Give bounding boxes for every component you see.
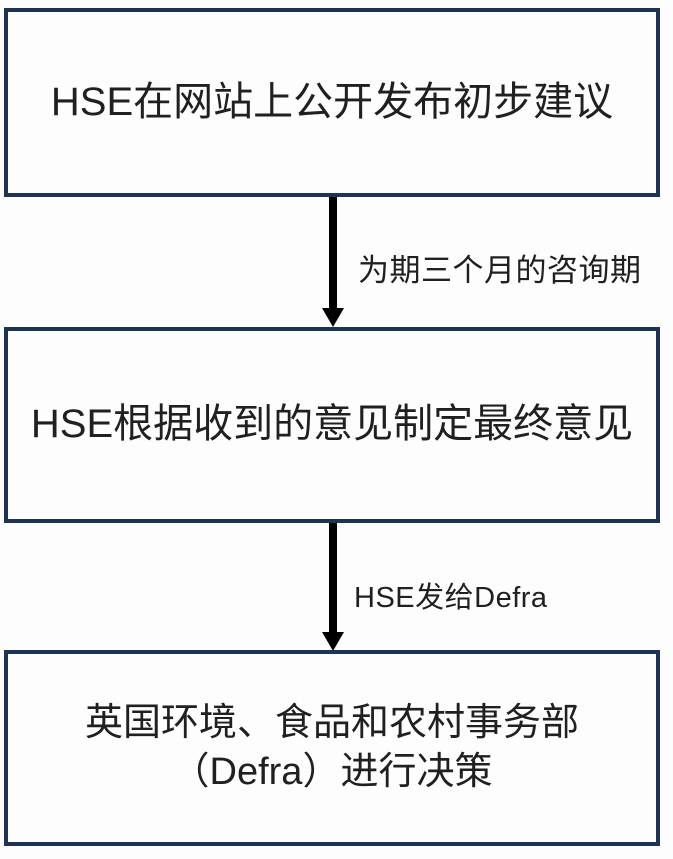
connector-stem — [329, 197, 337, 309]
connector-stem — [329, 523, 337, 633]
down-arrow-icon — [322, 632, 344, 651]
flowchart-node-publish-proposal[interactable]: HSE在网站上公开发布初步建议 — [4, 8, 660, 197]
down-arrow-icon — [322, 308, 344, 327]
flowchart-node-label: HSE根据收到的意见制定最终意见 — [30, 402, 634, 447]
connector-label-send-to-defra: HSE发给Defra — [354, 582, 548, 614]
flowchart-node-defra-decision[interactable]: 英国环境、食品和农村事务部 （Defra）进行决策 — [4, 650, 660, 846]
flowchart-node-label: 英国环境、食品和农村事务部 （Defra）进行决策 — [84, 702, 579, 793]
flowchart-connector-1 — [322, 197, 344, 327]
flowchart-node-label: HSE在网站上公开发布初步建议 — [50, 79, 614, 124]
flowchart-connector-2 — [322, 523, 344, 651]
flowchart-node-finalise-opinion[interactable]: HSE根据收到的意见制定最终意见 — [4, 327, 660, 523]
connector-label-consultation-period: 为期三个月的咨询期 — [358, 253, 642, 288]
